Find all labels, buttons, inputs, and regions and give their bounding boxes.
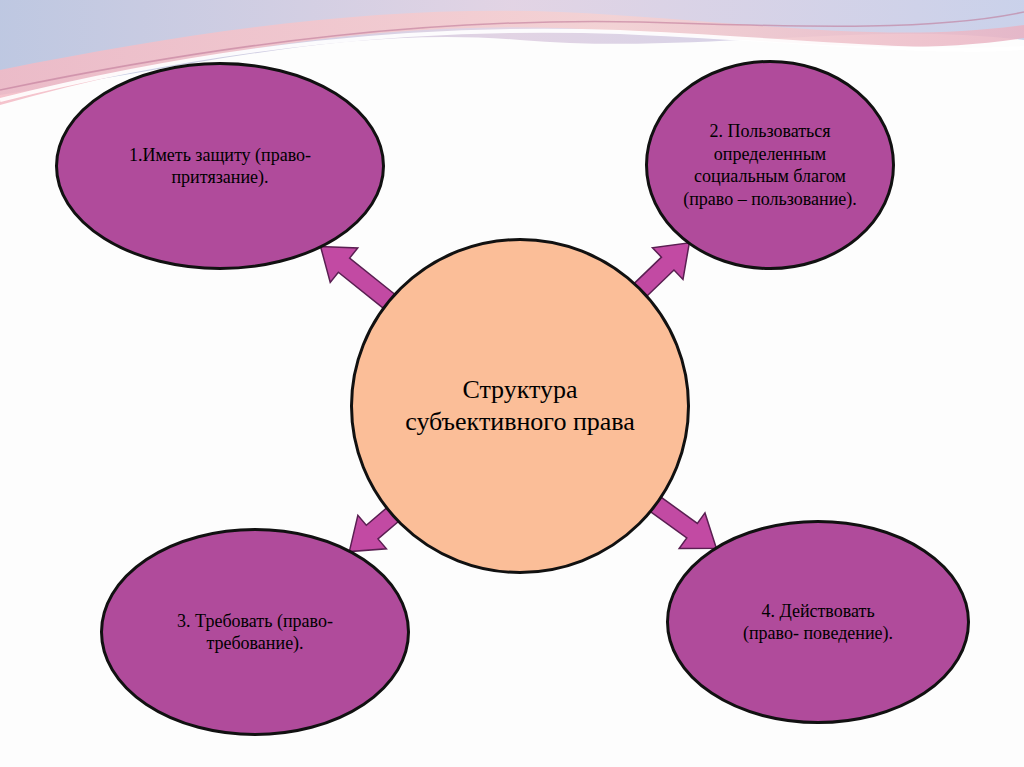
- right-ellipse: 4. Действовать (право- поведение).: [666, 520, 970, 724]
- node-outline-ellipse: [57, 64, 384, 269]
- node-outline-ellipse: [102, 530, 409, 735]
- center-title: Структура субъективного права: [405, 374, 635, 439]
- node-label: 3. Требовать (право- требование).: [170, 610, 340, 655]
- node-outline-ellipse: [647, 62, 894, 269]
- right-ellipse: 3. Требовать (право- требование).: [100, 528, 410, 736]
- node-label: 4. Действовать (право- поведение).: [733, 600, 903, 645]
- node-outline-ellipse: [352, 240, 689, 573]
- node-label: 2. Пользоваться определенным социальным …: [680, 120, 860, 210]
- node-outline: [100, 528, 410, 736]
- node-outline: [645, 60, 895, 270]
- node-outline: [55, 62, 385, 270]
- center-circle: Структура субъективного права: [350, 238, 690, 574]
- right-ellipse: 1.Иметь защиту (право- притязание).: [55, 62, 385, 270]
- node-outline-ellipse: [668, 522, 969, 723]
- node-label: 1.Иметь защиту (право- притязание).: [120, 144, 320, 189]
- node-outline: [350, 238, 690, 574]
- node-outline: [666, 520, 970, 724]
- block-arrow: [321, 246, 399, 311]
- right-ellipse: 2. Пользоваться определенным социальным …: [645, 60, 895, 270]
